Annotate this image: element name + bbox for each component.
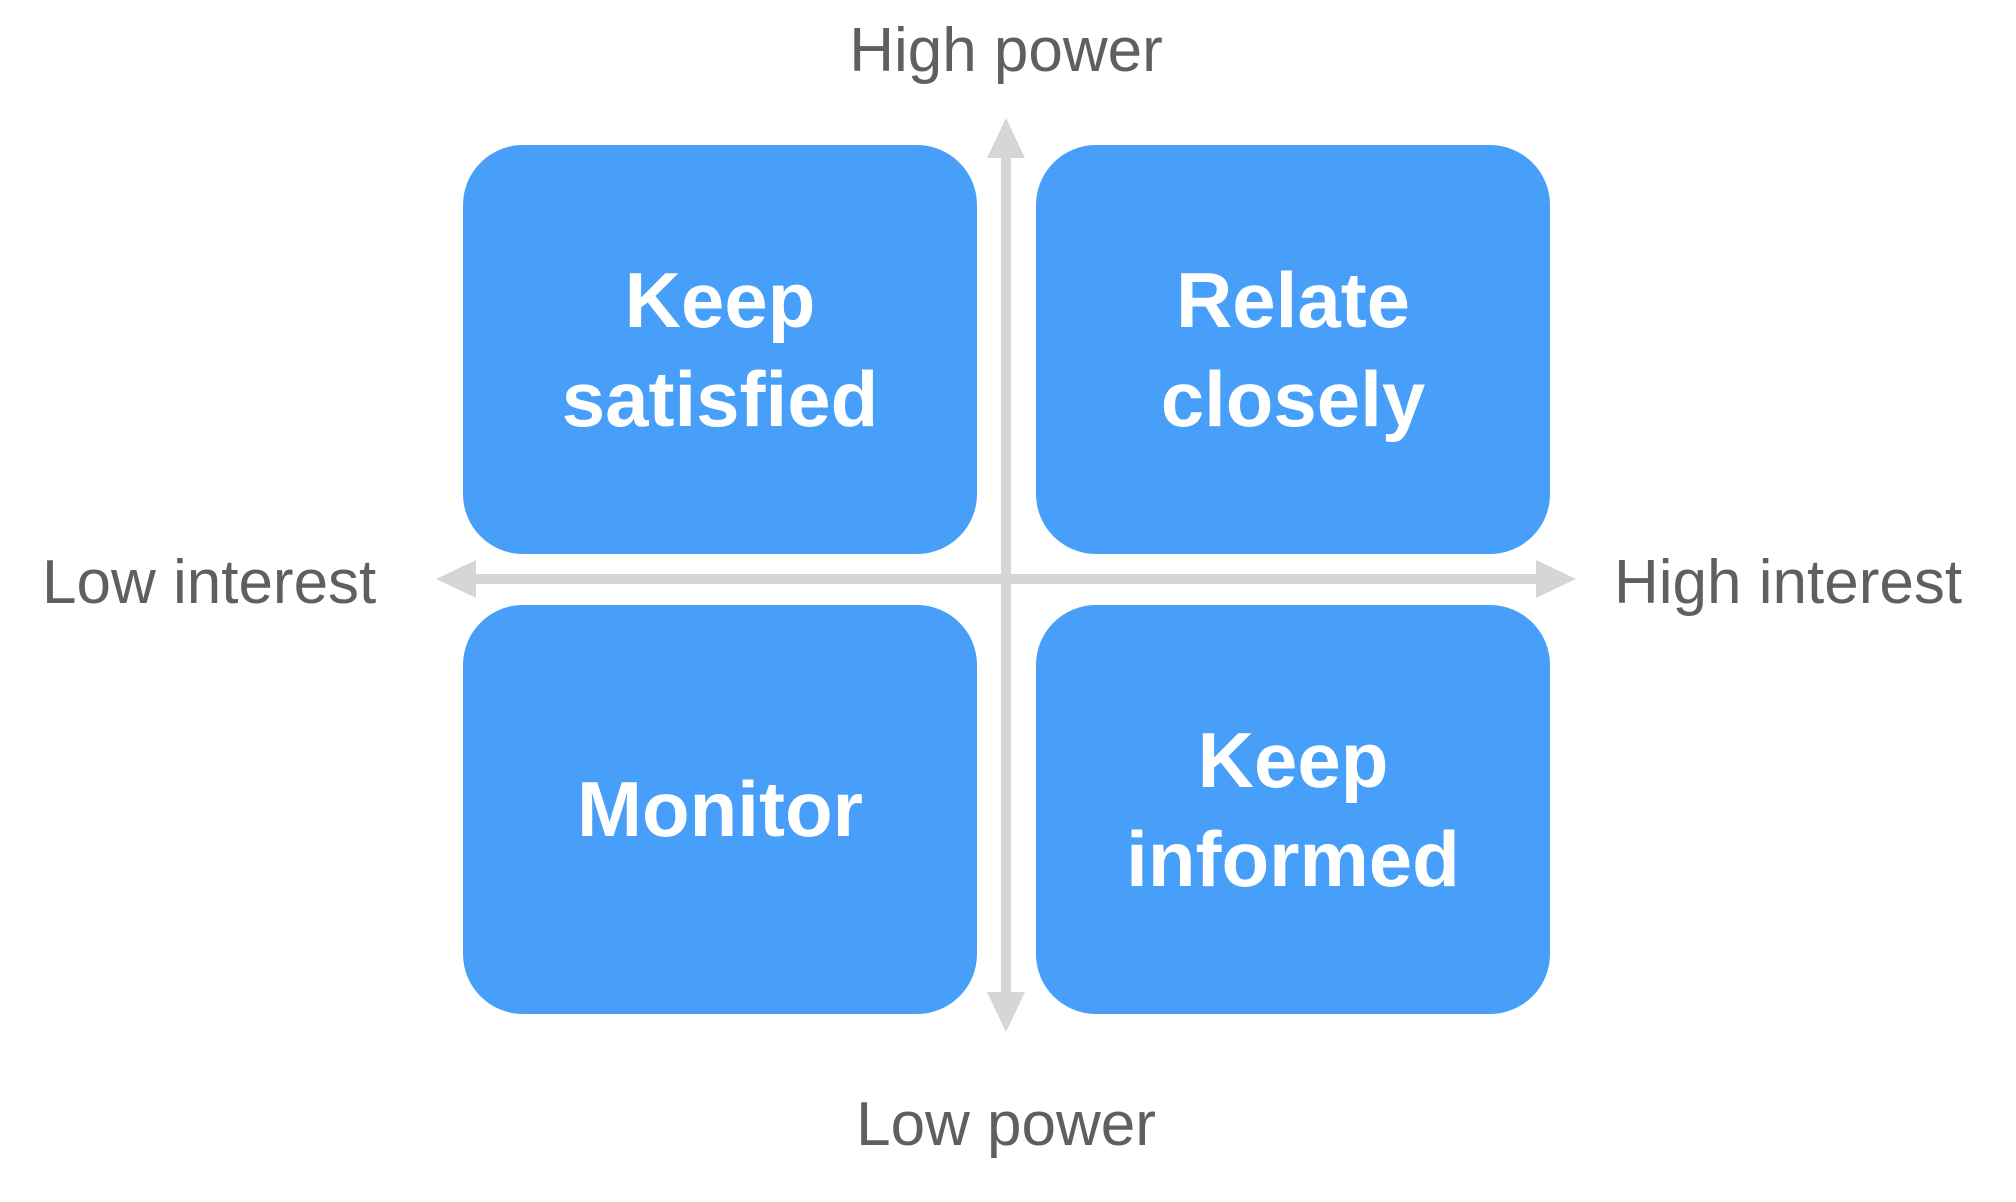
low-interest-label: Low interest — [42, 548, 377, 617]
quadrant-relate-closely: Relate closely — [1036, 145, 1550, 554]
arrow-right-icon — [1536, 560, 1576, 598]
arrow-left-icon — [436, 560, 476, 598]
high-interest-label: High interest — [1614, 548, 1963, 617]
quadrant-keep-satisfied: Keep satisfied — [463, 145, 977, 554]
high-power-label: High power — [849, 16, 1163, 85]
quadrant-label: Keep informed — [1126, 715, 1460, 903]
quadrant-keep-informed: Keep informed — [1036, 605, 1550, 1014]
arrow-up-icon — [987, 118, 1025, 158]
quadrant-label: Monitor — [577, 765, 863, 853]
quadrant-label: Keep satisfied — [561, 255, 879, 443]
quadrant-monitor: Monitor — [463, 605, 977, 1014]
low-power-label: Low power — [856, 1090, 1156, 1159]
arrow-down-icon — [987, 992, 1025, 1032]
quadrant-label: Relate closely — [1160, 255, 1426, 443]
